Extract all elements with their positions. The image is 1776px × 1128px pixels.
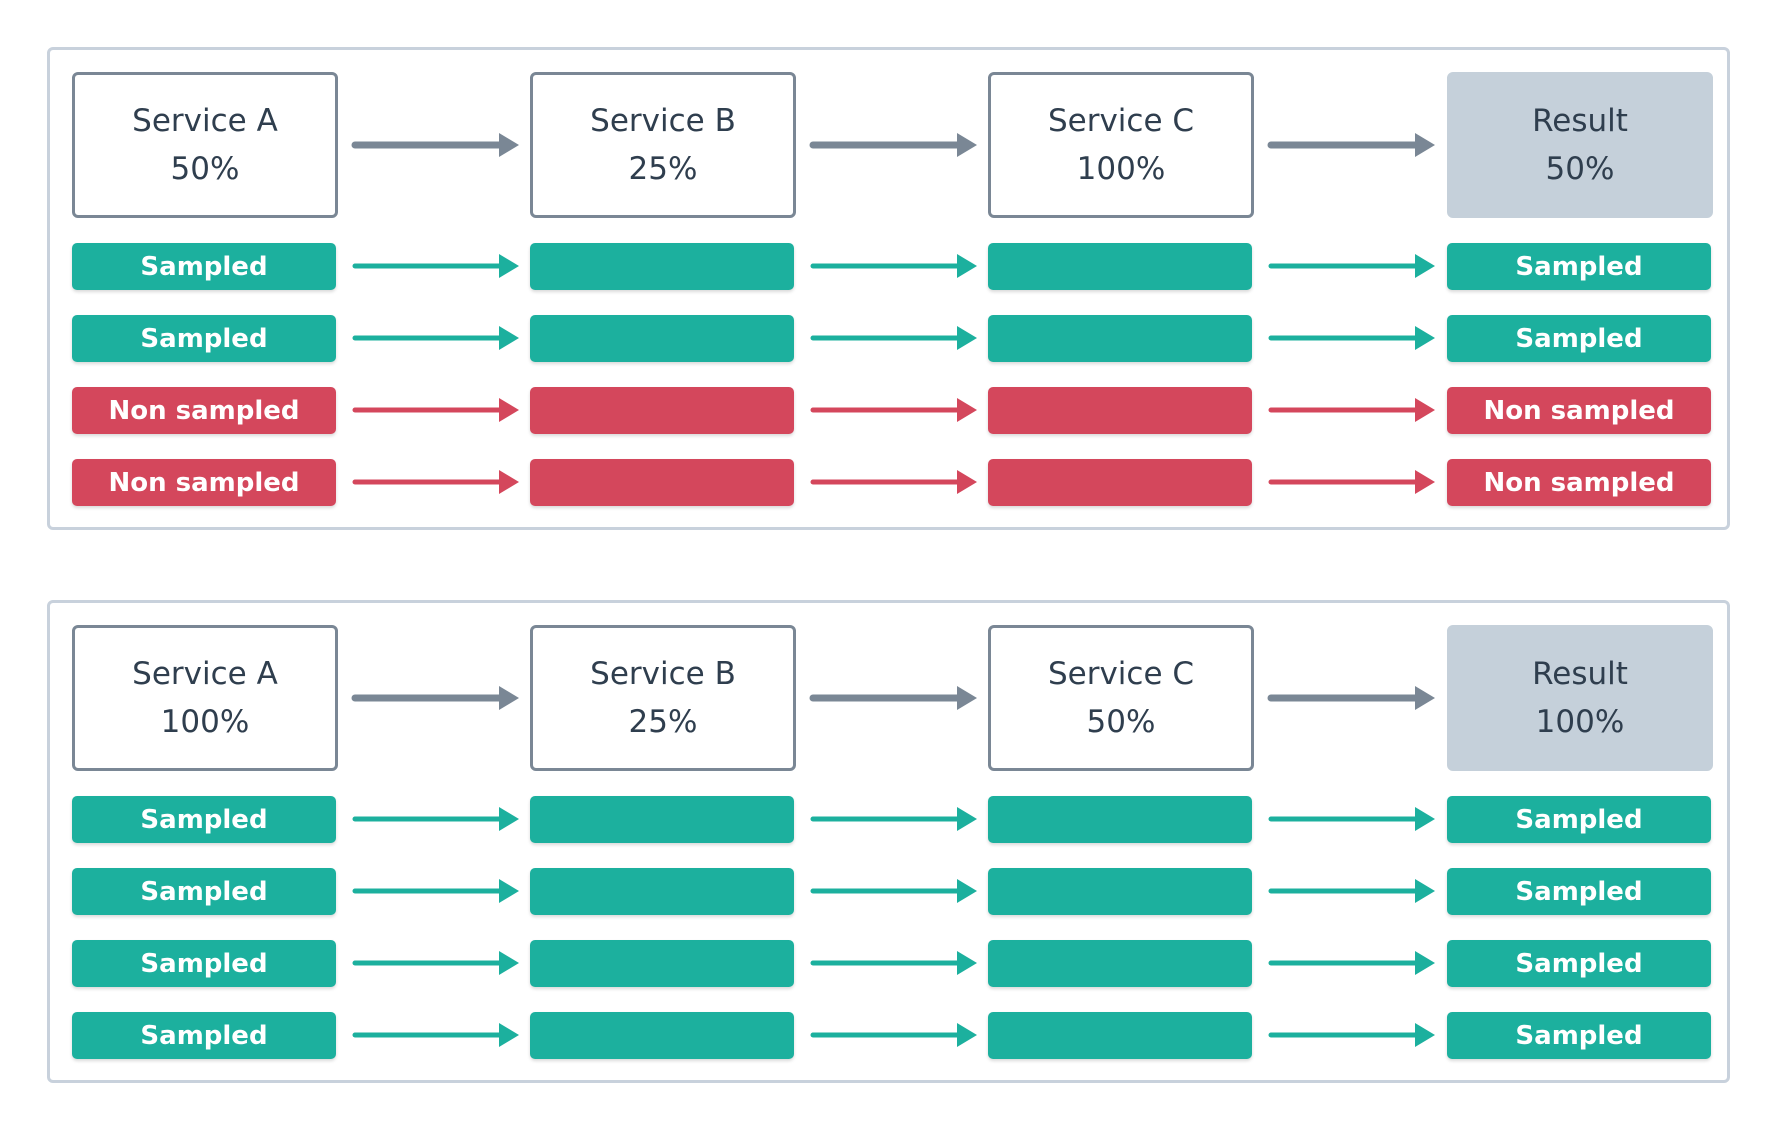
result-box: Result 50% — [1447, 72, 1713, 218]
service-b-name: Service B — [590, 103, 736, 139]
sampled-bar — [988, 315, 1252, 362]
service-b-box: Service B 25% — [530, 625, 796, 771]
sampled-bar: Sampled — [72, 796, 336, 843]
service-b-name: Service B — [590, 656, 736, 692]
non-sampled-arrow-icon — [1268, 470, 1435, 494]
service-b-box: Service B 25% — [530, 72, 796, 218]
non-sampled-arrow-icon — [352, 398, 519, 422]
sampled-arrow-icon — [810, 807, 977, 831]
sampled-arrow-icon — [352, 807, 519, 831]
sampled-bar — [530, 868, 794, 915]
result-percentage: 100% — [1535, 704, 1625, 740]
header-arrow-icon — [1267, 133, 1435, 157]
result-box: Result 100% — [1447, 625, 1713, 771]
service-a-percentage: 50% — [170, 151, 240, 187]
result-name: Result — [1532, 103, 1628, 139]
sampled-bar — [530, 796, 794, 843]
sampled-arrow-icon — [1268, 951, 1435, 975]
service-a-name: Service A — [132, 103, 278, 139]
sampled-bar — [988, 868, 1252, 915]
sampled-bar: Sampled — [1447, 243, 1711, 290]
header-arrow-icon — [1267, 686, 1435, 710]
sampled-bar — [530, 315, 794, 362]
service-c-name: Service C — [1047, 656, 1195, 692]
sampled-bar: Sampled — [72, 243, 336, 290]
sampled-arrow-icon — [1268, 879, 1435, 903]
sampling-panel-2: Service A 100% Service B 25% Service C 50% Res… — [47, 600, 1730, 1083]
non-sampled-bar: Non sampled — [72, 459, 336, 506]
header-arrow-icon — [351, 686, 519, 710]
result-percentage: 50% — [1545, 151, 1615, 187]
sampled-arrow-icon — [810, 254, 977, 278]
service-c-name: Service C — [1047, 103, 1195, 139]
service-c-percentage: 50% — [1086, 704, 1156, 740]
non-sampled-bar — [530, 459, 794, 506]
sampled-arrow-icon — [352, 951, 519, 975]
sampled-arrow-icon — [810, 1023, 977, 1047]
sampled-arrow-icon — [810, 879, 977, 903]
sampled-bar: Sampled — [1447, 940, 1711, 987]
sampled-bar — [988, 796, 1252, 843]
service-b-percentage: 25% — [628, 704, 698, 740]
result-name: Result — [1532, 656, 1628, 692]
sampled-bar: Sampled — [72, 1012, 336, 1059]
sampled-arrow-icon — [810, 951, 977, 975]
service-a-percentage: 100% — [160, 704, 250, 740]
sampled-bar — [988, 243, 1252, 290]
sampled-arrow-icon — [1268, 326, 1435, 350]
non-sampled-arrow-icon — [810, 470, 977, 494]
sampled-bar — [530, 243, 794, 290]
sampled-bar — [530, 940, 794, 987]
service-b-percentage: 25% — [628, 151, 698, 187]
non-sampled-arrow-icon — [810, 398, 977, 422]
non-sampled-bar — [530, 387, 794, 434]
sampled-bar: Sampled — [1447, 868, 1711, 915]
sampled-arrow-icon — [1268, 1023, 1435, 1047]
sampled-arrow-icon — [810, 326, 977, 350]
sampled-bar: Sampled — [72, 940, 336, 987]
non-sampled-bar: Non sampled — [72, 387, 336, 434]
sampled-bar — [530, 1012, 794, 1059]
sampled-bar: Sampled — [1447, 1012, 1711, 1059]
sampled-bar: Sampled — [1447, 315, 1711, 362]
sampled-arrow-icon — [352, 879, 519, 903]
header-arrow-icon — [809, 133, 977, 157]
sampled-bar — [988, 940, 1252, 987]
sampled-arrow-icon — [1268, 254, 1435, 278]
sampled-bar: Sampled — [72, 315, 336, 362]
sampling-panel-1: Service A 50% Service B 25% Service C 100% Res… — [47, 47, 1730, 530]
header-arrow-icon — [809, 686, 977, 710]
sampled-arrow-icon — [352, 1023, 519, 1047]
non-sampled-bar: Non sampled — [1447, 459, 1711, 506]
service-a-box: Service A 100% — [72, 625, 338, 771]
service-a-name: Service A — [132, 656, 278, 692]
sampled-bar: Sampled — [72, 868, 336, 915]
service-c-box: Service C 100% — [988, 72, 1254, 218]
sampled-bar: Sampled — [1447, 796, 1711, 843]
service-c-box: Service C 50% — [988, 625, 1254, 771]
sampled-arrow-icon — [352, 254, 519, 278]
non-sampled-bar — [988, 459, 1252, 506]
service-a-box: Service A 50% — [72, 72, 338, 218]
service-c-percentage: 100% — [1076, 151, 1166, 187]
sampled-arrow-icon — [1268, 807, 1435, 831]
header-arrow-icon — [351, 133, 519, 157]
non-sampled-bar: Non sampled — [1447, 387, 1711, 434]
sampled-bar — [988, 1012, 1252, 1059]
non-sampled-arrow-icon — [1268, 398, 1435, 422]
non-sampled-bar — [988, 387, 1252, 434]
non-sampled-arrow-icon — [352, 470, 519, 494]
sampled-arrow-icon — [352, 326, 519, 350]
